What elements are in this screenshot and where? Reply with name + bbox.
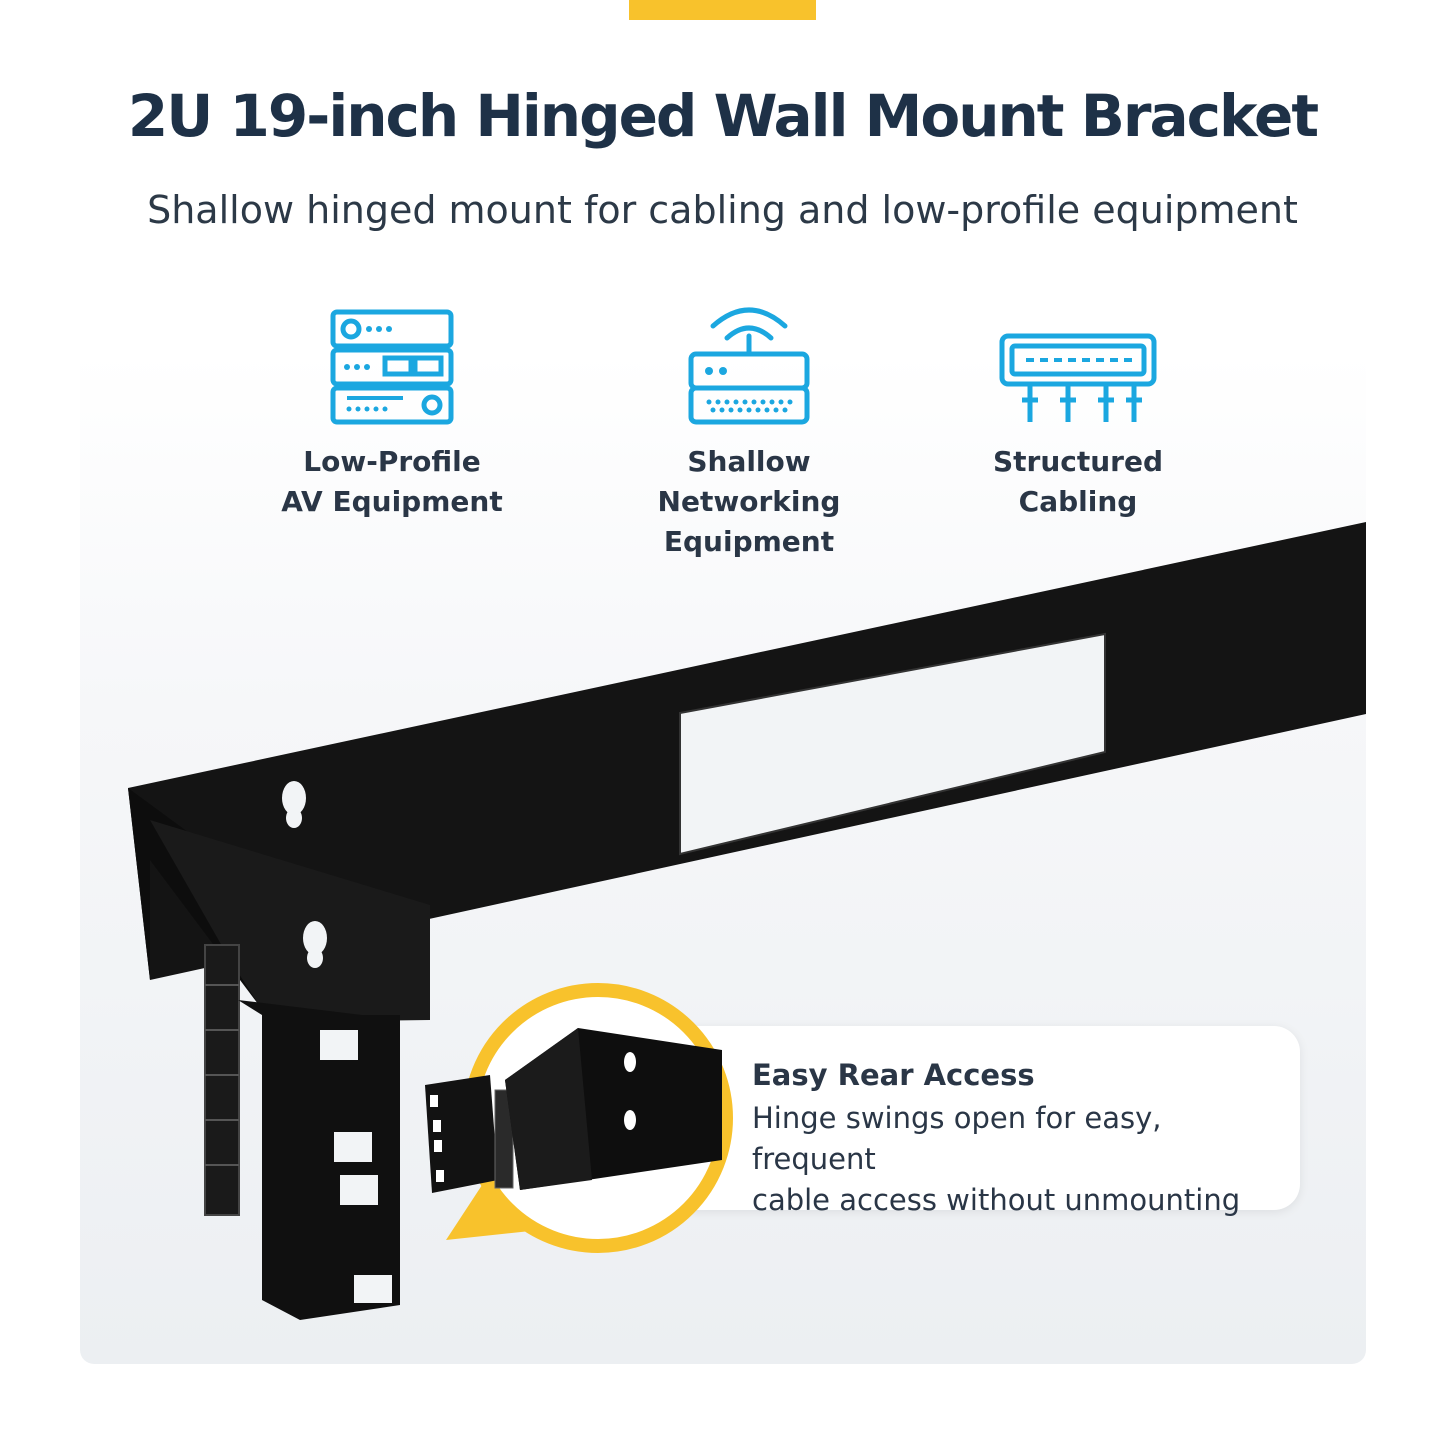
bracket-hinge <box>204 944 240 1216</box>
callout-box: Easy Rear Access Hinge swings open for e… <box>670 1026 1300 1217</box>
feature-av-equipment: Low-Profile AV Equipment <box>262 308 522 522</box>
bracket-cutout <box>679 632 1106 856</box>
network-router-icon <box>688 307 810 425</box>
bracket-rack-flange <box>238 1000 400 1320</box>
callout-body: Hinge swings open for easy, frequent cab… <box>752 1101 1241 1217</box>
callout-title: Easy Rear Access <box>752 1058 1035 1092</box>
page-title: 2U 19-inch Hinged Wall Mount Bracket <box>127 82 1319 150</box>
feature-networking: Shallow Networking Equipment <box>594 300 904 562</box>
accent-bar <box>629 0 816 20</box>
feature-label: Low-Profile AV Equipment <box>281 445 503 518</box>
page-subtitle: Shallow hinged mount for cabling and low… <box>147 188 1298 232</box>
feature-cabling: Structured Cabling <box>958 332 1198 522</box>
av-equipment-rack-icon <box>330 309 454 425</box>
patch-panel-cabling-icon <box>999 333 1157 422</box>
feature-label: Structured Cabling <box>992 445 1164 518</box>
feature-label: Shallow Networking Equipment <box>657 445 841 558</box>
